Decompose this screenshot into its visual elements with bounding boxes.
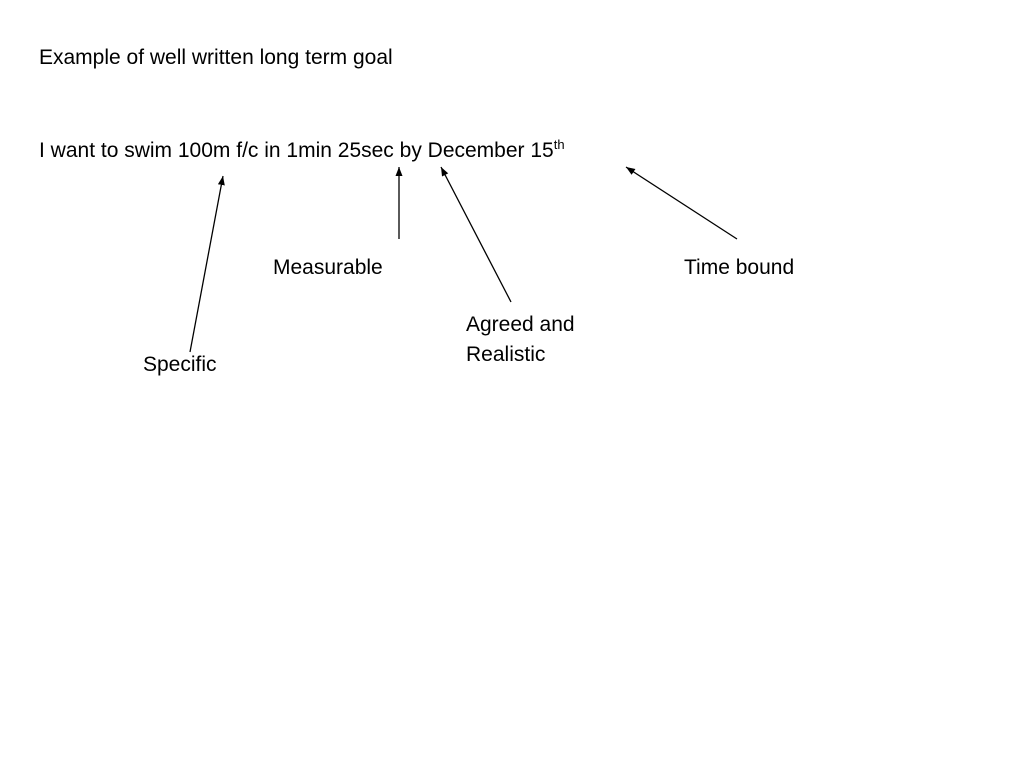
label-agreed-line1: Agreed and [466, 313, 575, 336]
label-time-bound: Time bound [684, 256, 795, 279]
label-specific: Specific [143, 353, 217, 376]
label-measurable: Measurable [273, 256, 383, 279]
label-agreed-line2: Realistic [466, 343, 546, 366]
slide-heading: Example of well written long term goal [39, 46, 393, 69]
arrow-time-bound [625, 166, 738, 240]
arrow-specific [189, 175, 225, 353]
arrow-agreed-realistic [440, 166, 512, 303]
label-agreed-realistic: Agreed and Realistic [466, 310, 575, 370]
goal-statement: I want to swim 100m f/c in 1min 25sec by… [39, 136, 565, 166]
goal-statement-text: I want to swim 100m f/c in 1min 25sec by… [39, 139, 554, 162]
goal-statement-superscript: th [553, 137, 565, 152]
